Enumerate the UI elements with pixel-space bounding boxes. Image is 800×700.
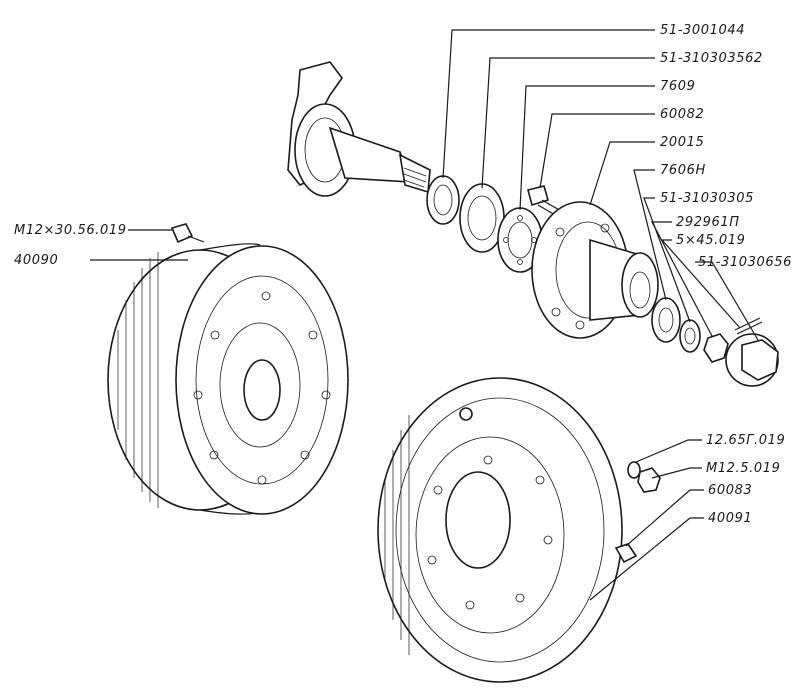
bearing-ring-part: [426, 175, 460, 225]
label-40091: 40091: [708, 511, 752, 526]
steering-knuckle: [287, 61, 431, 197]
hub-nut-part: [703, 333, 729, 363]
drum-fasteners-part: [614, 461, 661, 564]
leader-lines: [90, 29, 759, 601]
label-51-310303562: 51-310303562: [660, 51, 763, 66]
label-20015: 20015: [660, 135, 704, 150]
washer-part: [679, 319, 701, 353]
label-m12x30-56-019: М12×30.56.019: [14, 223, 127, 238]
label-60083: 60083: [708, 483, 752, 498]
label-51-31030656: 51-31030656: [698, 255, 792, 270]
label-51-3001044: 51-3001044: [660, 23, 745, 38]
label-60082: 60082: [660, 107, 704, 122]
label-7606n: 7606Н: [660, 163, 706, 178]
drum-bolt-part: [170, 223, 205, 244]
outer-bearing-part: [651, 297, 681, 343]
part-labels: 51-3001044 51-310303562 7609 60082 20015…: [14, 23, 792, 526]
label-292961p: 292961П: [676, 215, 740, 230]
brake-drum-right-part: [377, 377, 623, 683]
label-7609: 7609: [660, 79, 695, 94]
brake-drum-left-part: [107, 243, 349, 515]
label-m12-5-019: М12.5.019: [706, 461, 781, 476]
hub-cap-part: [725, 333, 779, 387]
cotter-pin-part: [734, 317, 763, 335]
label-12-65g-019: 12.65Г.019: [706, 433, 785, 448]
label-51-31030305: 51-31030305: [660, 191, 754, 206]
label-40090: 40090: [14, 253, 58, 268]
label-5x45-019: 5×45.019: [676, 233, 745, 248]
wheel-hub-part: [531, 201, 659, 339]
